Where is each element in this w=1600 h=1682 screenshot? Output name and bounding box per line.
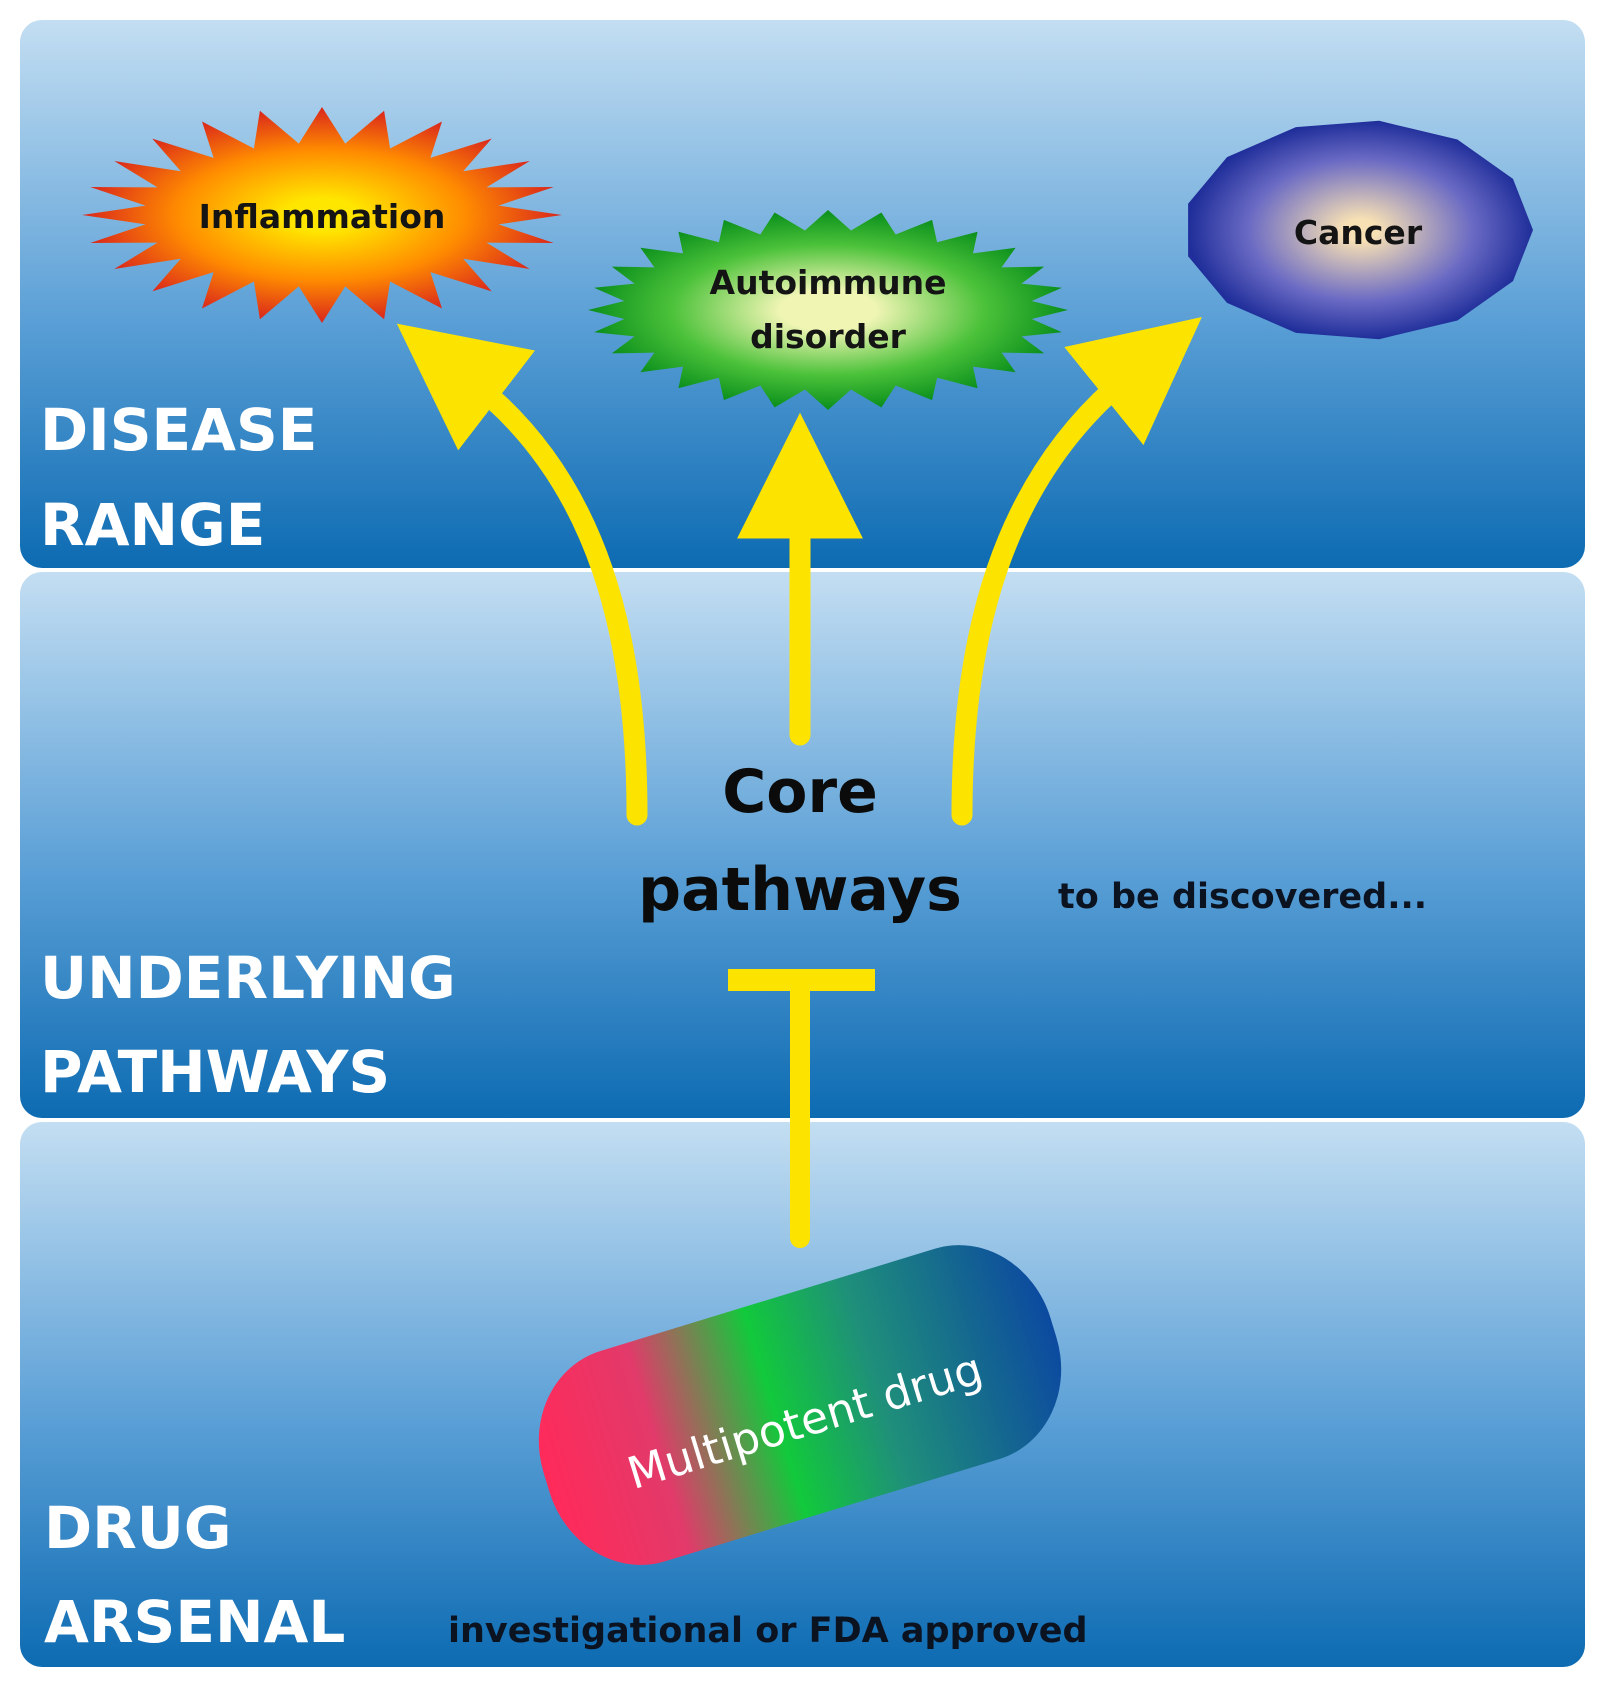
multipotent-drug-pill bbox=[538, 1245, 1062, 1565]
underlying-pathways-label-line1: UNDERLYING bbox=[40, 944, 456, 1012]
drug-arsenal-label-line2: ARSENAL bbox=[44, 1588, 345, 1656]
disease-range-label-line1: DISEASE bbox=[40, 396, 317, 464]
core-pathways-label-line1: Core bbox=[722, 757, 878, 827]
drug-arsenal-label-line1: DRUG bbox=[44, 1494, 232, 1562]
autoimmune-label-line2: disorder bbox=[750, 317, 907, 356]
underlying-pathways-label-line2: PATHWAYS bbox=[40, 1038, 390, 1106]
inflammation-burst-shape bbox=[82, 107, 562, 323]
autoimmune-burst-shape bbox=[588, 210, 1068, 410]
arrow-to-inflammation bbox=[396, 323, 648, 826]
disease-range-label-line2: RANGE bbox=[40, 491, 265, 559]
fda-approved-note: investigational or FDA approved bbox=[448, 1611, 1088, 1651]
autoimmune-label-line1: Autoimmune bbox=[710, 263, 947, 302]
inflammation-label: Inflammation bbox=[199, 197, 446, 236]
arrow-to-cancer bbox=[951, 316, 1202, 826]
cancer-shape bbox=[1188, 120, 1533, 340]
cancer-label: Cancer bbox=[1294, 213, 1423, 252]
underlying-pathways-band bbox=[20, 572, 1585, 1118]
to-be-discovered-note: to be discovered... bbox=[1058, 877, 1427, 917]
core-pathways-label-line2: pathways bbox=[638, 855, 962, 925]
